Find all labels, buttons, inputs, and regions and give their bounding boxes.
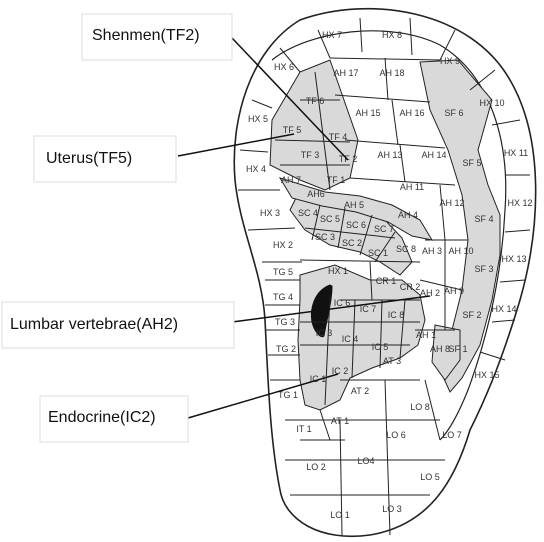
zone-tf3: TF 3 xyxy=(301,150,320,160)
zone-tg4: TG 4 xyxy=(273,292,293,302)
zone-ah18: AH 18 xyxy=(379,68,404,78)
zone-sf6: SF 6 xyxy=(444,108,463,118)
zone-hx12: HX 12 xyxy=(507,198,532,208)
zone-hx11: HX 11 xyxy=(504,148,528,158)
callout-labels: Shenmen(TF2) Uterus(TF5) Lumbar vertebra… xyxy=(2,14,234,442)
zone-hx5: HX 5 xyxy=(248,114,268,124)
zone-hx10: HX 10 xyxy=(479,98,504,108)
zone-ah12: AH 12 xyxy=(439,198,464,208)
zone-at1: AT 1 xyxy=(331,416,349,426)
zone-sf2: SF 2 xyxy=(462,310,481,320)
zone-ah1: AH 1 xyxy=(416,330,436,340)
zone-sf4: SF 4 xyxy=(474,214,493,224)
zone-cr1: CR 1 xyxy=(376,276,397,286)
zone-cr2: CR 2 xyxy=(400,282,421,292)
zone-tg3: TG 3 xyxy=(275,317,295,327)
lumbar-label: Lumbar vertebrae(AH2) xyxy=(10,316,178,333)
zone-ic1: IC 1 xyxy=(310,374,327,384)
zone-sc2: SC 2 xyxy=(342,238,362,248)
zone-hx15: HX 15 xyxy=(474,370,499,380)
zone-lo3: LO 3 xyxy=(382,504,402,514)
zone-ah14: AH 14 xyxy=(421,150,446,160)
zone-hx3: HX 3 xyxy=(260,208,280,218)
zone-ah5: AH 5 xyxy=(344,200,364,210)
zone-hx6: HX 6 xyxy=(274,62,294,72)
zone-ic5: IC 5 xyxy=(372,342,389,352)
zone-at3: AT 3 xyxy=(383,356,401,366)
zone-lo1: LO 1 xyxy=(330,510,350,520)
zone-ah10: AH 10 xyxy=(448,246,473,256)
zone-ah16: AH 16 xyxy=(399,108,424,118)
zone-lo4: LO4 xyxy=(357,456,374,466)
zone-tf1: TF 1 xyxy=(327,175,346,185)
zone-tf4: TF 4 xyxy=(329,132,348,142)
zone-at2: AT 2 xyxy=(351,386,369,396)
zone-lo6: LO 6 xyxy=(386,430,406,440)
zone-ah9: AH 9 xyxy=(444,286,464,296)
zone-hx8: HX 8 xyxy=(382,30,402,40)
zone-lo7: LO 7 xyxy=(442,430,462,440)
zone-sf1: SF 1 xyxy=(448,344,467,354)
zone-sc5: SC 5 xyxy=(320,214,340,224)
zone-hx2: HX 2 xyxy=(273,240,293,250)
zone-ic4: IC 4 xyxy=(342,334,359,344)
zone-ah13: AH 13 xyxy=(377,150,402,160)
zone-sf3: SF 3 xyxy=(474,264,493,274)
zone-sc6: SC 6 xyxy=(346,220,366,230)
zone-tf6: TF 6 xyxy=(306,96,325,106)
shenmen-label: Shenmen(TF2) xyxy=(92,27,200,44)
zone-hx13: HX 13 xyxy=(501,254,526,264)
zone-lo2: LO 2 xyxy=(306,462,326,472)
uterus-label: Uterus(TF5) xyxy=(46,150,132,167)
zone-sc8: SC 8 xyxy=(396,244,416,254)
zone-lo8: LO 8 xyxy=(410,402,430,412)
zone-sc4: SC 4 xyxy=(298,208,318,218)
zone-hx9: HX 9 xyxy=(440,56,460,66)
zone-ah3: AH 3 xyxy=(422,246,442,256)
endocrine-label: Endocrine(IC2) xyxy=(48,409,156,426)
zone-hx14: HX 14 xyxy=(491,304,516,314)
zone-hx7: HX 7 xyxy=(322,30,342,40)
zone-hx1: HX 1 xyxy=(328,266,348,276)
zone-ah6: AH6 xyxy=(307,189,325,199)
zone-sc1: SC 1 xyxy=(368,248,388,258)
zone-ah8: AH 8 xyxy=(430,344,450,354)
zone-it1: IT 1 xyxy=(296,424,311,434)
zone-tf5: TF 5 xyxy=(283,125,302,135)
zone-ah4: AH 4 xyxy=(398,210,418,220)
zone-hx4: HX 4 xyxy=(246,164,266,174)
zone-sf5: SF 5 xyxy=(462,158,481,168)
zone-ic3: IC 3 xyxy=(316,328,333,338)
zone-ic8: IC 8 xyxy=(388,310,405,320)
zone-ah11: AH 11 xyxy=(400,182,424,192)
zone-ah17: AH 17 xyxy=(333,68,358,78)
zone-tg5: TG 5 xyxy=(273,267,293,277)
zone-sc7: SC 7 xyxy=(374,224,394,234)
zone-tg2: TG 2 xyxy=(276,344,296,354)
zone-sc3: SC 3 xyxy=(315,232,335,242)
zone-ah7: AH 7 xyxy=(281,175,301,185)
zone-lo5: LO 5 xyxy=(420,472,440,482)
zone-ah15: AH 15 xyxy=(355,108,380,118)
